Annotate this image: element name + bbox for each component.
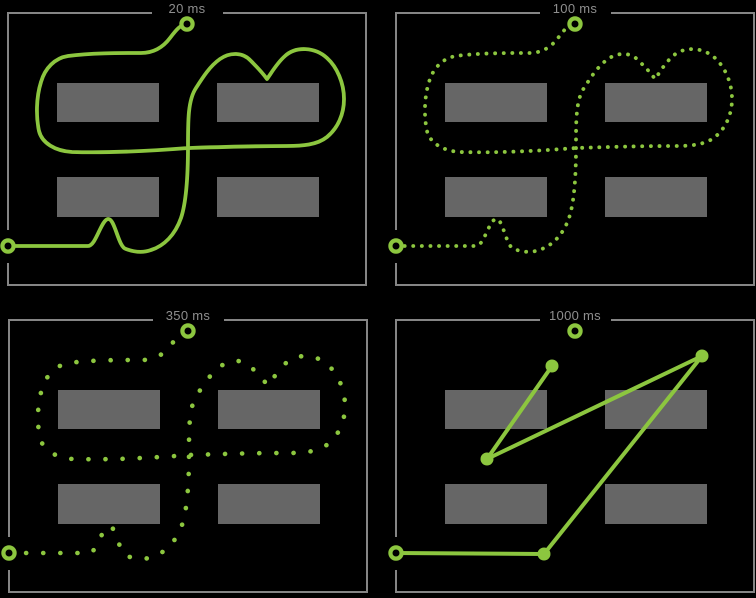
obstacle-block-top-right: [605, 83, 707, 122]
start-marker-ring: [388, 238, 404, 254]
sample-point: [695, 349, 709, 363]
obstacle-blocks: [57, 83, 319, 217]
panel-350ms: 350 ms: [1, 308, 368, 593]
end-marker-ring: [567, 16, 583, 32]
start-marker-ring: [1, 545, 17, 561]
obstacle-blocks: [445, 83, 707, 217]
obstacle-block-bottom-right: [218, 484, 320, 524]
obstacle-block-top-left: [58, 390, 160, 429]
mouse-trace-1000ms: [388, 323, 709, 561]
end-marker-ring: [567, 323, 583, 339]
mouse-trace-20ms: [0, 16, 346, 254]
trace-path-350ms: [6, 328, 348, 562]
obstacle-blocks: [445, 390, 707, 524]
panel-border: [7, 12, 367, 286]
panel-1000ms: 1000 ms: [388, 308, 755, 593]
panel-cell-350ms: 350 ms: [0, 299, 378, 598]
obstacle-block-top-right: [218, 390, 320, 429]
obstacle-block-bottom-right: [605, 484, 707, 524]
trace-path-100ms: [394, 22, 734, 254]
panel-cell-20ms: 20 ms: [0, 0, 378, 299]
panel-cell-100ms: 100 ms: [378, 0, 756, 299]
end-marker-ring: [180, 323, 196, 339]
obstacle-block-bottom-left: [445, 177, 547, 217]
panel-title: 350 ms: [166, 308, 211, 323]
trace-polyline-1000ms: [395, 354, 704, 556]
start-marker-ring: [0, 238, 16, 254]
obstacle-block-bottom-right: [605, 177, 707, 217]
obstacle-block-bottom-left: [445, 484, 547, 524]
sample-point: [480, 452, 494, 466]
panel-border: [395, 12, 755, 286]
sample-point: [537, 547, 551, 561]
sample-point: [545, 359, 559, 373]
panel-border: [8, 319, 368, 593]
obstacle-blocks: [58, 390, 320, 524]
end-marker-ring: [179, 16, 195, 32]
panel-title: 1000 ms: [549, 308, 601, 323]
mouse-trace-350ms: [1, 323, 348, 562]
obstacle-block-top-right: [217, 83, 319, 122]
mouse-trace-100ms: [388, 16, 734, 254]
obstacle-block-top-left: [445, 83, 547, 122]
panel-100ms: 100 ms: [388, 1, 755, 286]
panel-title: 20 ms: [169, 1, 206, 16]
start-marker-ring: [388, 545, 404, 561]
trace-path-20ms: [6, 22, 346, 254]
obstacle-block-top-left: [57, 83, 159, 122]
obstacle-block-bottom-right: [217, 177, 319, 217]
panel-20ms: 20 ms: [0, 1, 367, 286]
obstacle-block-bottom-left: [57, 177, 159, 217]
obstacle-block-bottom-left: [58, 484, 160, 524]
panel-cell-1000ms: 1000 ms: [378, 299, 756, 598]
panel-border: [395, 319, 755, 593]
panel-title: 100 ms: [553, 1, 598, 16]
